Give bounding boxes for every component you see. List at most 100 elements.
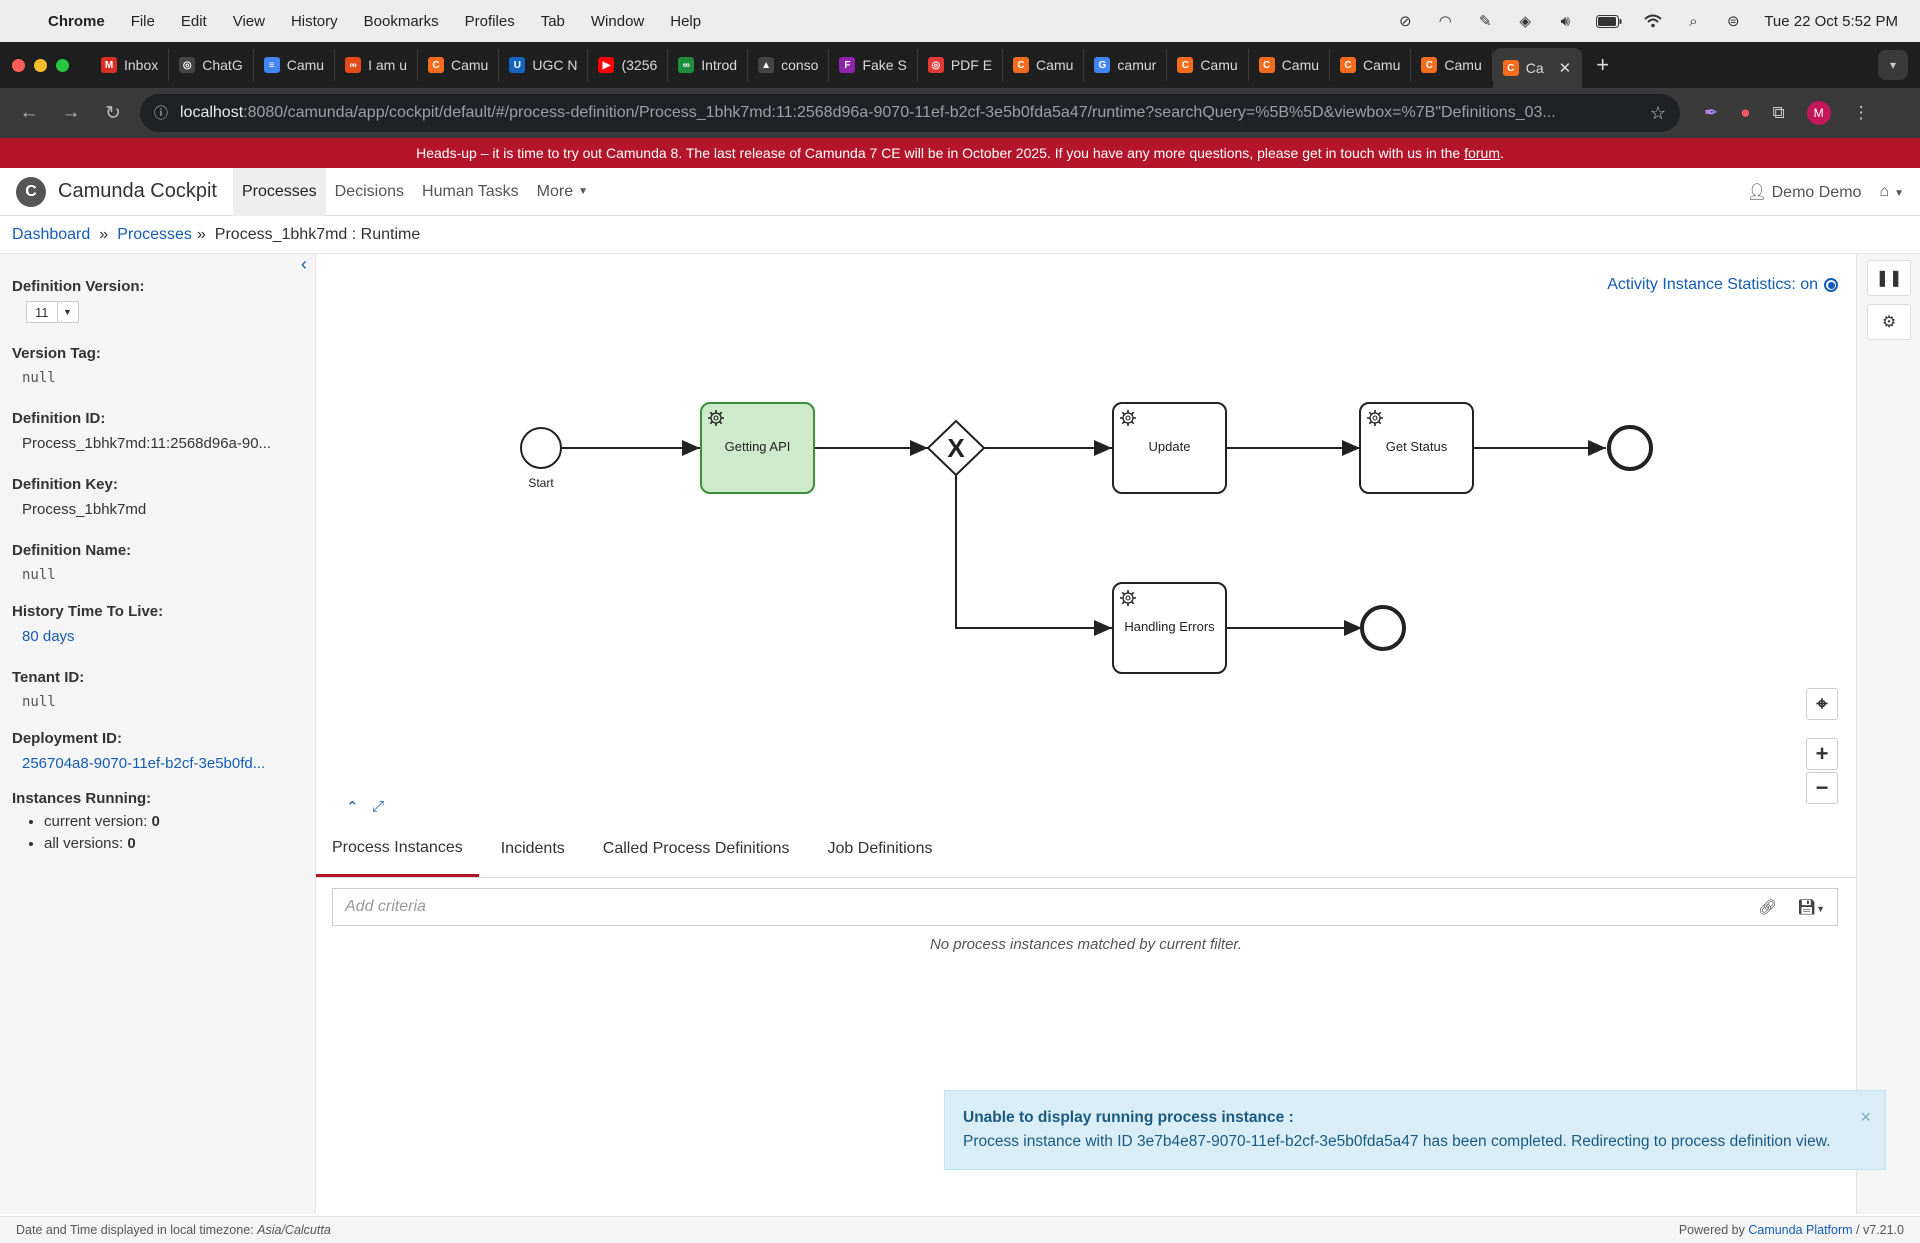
menu-tab[interactable]: Tab bbox=[540, 12, 565, 30]
activity-statistics-toggle[interactable]: Activity Instance Statistics: on bbox=[1607, 276, 1838, 294]
bookmark-star-icon[interactable]: ☆ bbox=[1649, 102, 1666, 123]
battery-icon[interactable] bbox=[1596, 12, 1622, 30]
menu-history[interactable]: History bbox=[290, 12, 338, 30]
tab-favicon-icon: ∞ bbox=[345, 57, 362, 73]
tab-incidents[interactable]: Incidents bbox=[500, 840, 565, 857]
minimize-window-button[interactable] bbox=[34, 58, 47, 72]
history-ttl-value[interactable]: 80 days bbox=[22, 628, 75, 645]
tab-favicon-icon: ∞ bbox=[678, 57, 695, 73]
forum-link[interactable]: forum bbox=[1464, 145, 1500, 161]
search-icon[interactable]: ⌕ bbox=[1689, 12, 1698, 30]
sequence-flow[interactable] bbox=[955, 474, 1112, 636]
menu-profiles[interactable]: Profiles bbox=[464, 12, 515, 30]
menu-app-name[interactable]: Chrome bbox=[48, 12, 105, 30]
close-window-button[interactable] bbox=[12, 58, 25, 72]
camunda-platform-link[interactable]: Camunda Platform bbox=[1748, 1223, 1853, 1237]
browser-tab[interactable]: ▲conso bbox=[748, 49, 830, 81]
tab-search-chevron-icon[interactable]: ▾ bbox=[1878, 50, 1908, 80]
link-icon[interactable]: ⊘ bbox=[1399, 13, 1412, 30]
site-info-icon[interactable]: ⓘ bbox=[154, 105, 168, 121]
menu-help[interactable]: Help bbox=[670, 12, 702, 30]
forward-arrow-icon[interactable]: → bbox=[61, 102, 81, 123]
menu-file[interactable]: File bbox=[130, 12, 155, 30]
browser-tab[interactable]: ◎ChatG bbox=[169, 49, 254, 81]
link-icon[interactable]: 🔗︎ bbox=[1757, 899, 1778, 916]
reload-icon[interactable]: ↻ bbox=[105, 102, 121, 124]
more-menu-icon[interactable]: ⋮ bbox=[1852, 103, 1870, 122]
back-arrow-icon[interactable]: ← bbox=[19, 102, 39, 123]
start-event[interactable] bbox=[520, 427, 562, 469]
exclusive-gateway[interactable] bbox=[926, 419, 986, 477]
close-alert-icon[interactable]: × bbox=[1860, 1107, 1871, 1127]
tab-job-definitions[interactable]: Job Definitions bbox=[827, 840, 933, 857]
menu-bookmarks[interactable]: Bookmarks bbox=[363, 12, 439, 30]
browser-tab[interactable]: ∞I am u bbox=[335, 49, 418, 81]
task-get-status[interactable] bbox=[1359, 402, 1474, 494]
search-criteria-input[interactable]: Add criteria 🔗︎ 💾︎▼ bbox=[332, 888, 1838, 926]
volume-icon[interactable]: 🔊︎ bbox=[1560, 12, 1571, 30]
menu-view[interactable]: View bbox=[232, 12, 265, 30]
zoom-window-button[interactable] bbox=[56, 58, 69, 72]
end-event[interactable] bbox=[1360, 605, 1406, 651]
home-menu[interactable]: ⌂▼ bbox=[1879, 183, 1904, 201]
nav-decisions[interactable]: Decisions bbox=[334, 182, 405, 200]
zoom-in-button[interactable]: + bbox=[1806, 738, 1838, 770]
zoom-out-button[interactable]: − bbox=[1806, 772, 1838, 804]
nav-human-tasks[interactable]: Human Tasks bbox=[422, 182, 519, 200]
save-search-icon[interactable]: 💾︎▼ bbox=[1797, 899, 1825, 916]
headphones-icon[interactable]: ◠ bbox=[1438, 13, 1452, 30]
task-getting-api[interactable] bbox=[700, 402, 815, 494]
layers-icon[interactable]: ◈ bbox=[1519, 13, 1532, 30]
feather-icon[interactable]: ✎ bbox=[1479, 13, 1492, 30]
settings-gear-button[interactable]: ⚙ bbox=[1867, 304, 1911, 340]
collapse-panel-chevron-icon[interactable]: ⌃ bbox=[346, 799, 359, 816]
breadcrumb-processes[interactable]: Processes bbox=[117, 225, 192, 243]
task-handling-errors[interactable] bbox=[1112, 582, 1227, 674]
url-bar[interactable]: ⓘ localhost :8080/camunda/app/cockpit/de… bbox=[140, 94, 1680, 132]
task-update[interactable] bbox=[1112, 402, 1227, 494]
browser-tab[interactable]: ▶(3256 bbox=[588, 49, 669, 81]
user-area: 👤︎ Demo Demo ⌂▼ bbox=[1747, 182, 1904, 202]
app-brand[interactable]: Camunda Cockpit bbox=[58, 180, 217, 202]
puzzle-extensions-icon[interactable]: ⧉ bbox=[1772, 103, 1785, 122]
breadcrumb-dashboard[interactable]: Dashboard bbox=[12, 225, 91, 243]
bpmn-canvas[interactable]: Activity Instance Statistics: on bbox=[316, 254, 1856, 822]
close-tab-icon[interactable]: ✕ bbox=[1558, 60, 1572, 77]
menu-edit[interactable]: Edit bbox=[180, 12, 207, 30]
wifi-icon[interactable] bbox=[1644, 12, 1662, 30]
user-menu[interactable]: 👤︎ Demo Demo bbox=[1747, 182, 1862, 202]
menu-window[interactable]: Window bbox=[590, 12, 645, 30]
browser-tab[interactable]: ∞Introd bbox=[668, 49, 749, 81]
end-event[interactable] bbox=[1607, 425, 1653, 471]
profile-avatar[interactable]: M bbox=[1806, 101, 1831, 125]
tab-process-instances[interactable]: Process Instances bbox=[316, 821, 479, 877]
tab-called-process-definitions[interactable]: Called Process Definitions bbox=[602, 840, 790, 857]
collapse-sidebar-icon[interactable]: ‹ bbox=[301, 254, 307, 274]
tab-active[interactable]: C Ca ✕ bbox=[1492, 48, 1583, 88]
suspend-pause-button[interactable]: ❚❚ bbox=[1867, 260, 1911, 296]
definition-version-select[interactable]: 11 ▼ bbox=[26, 301, 79, 323]
expand-fullscreen-icon[interactable]: ⤢ bbox=[372, 798, 385, 815]
browser-tab[interactable]: ≡Camu bbox=[254, 49, 336, 81]
flame-extension-icon[interactable]: ● bbox=[1740, 103, 1751, 122]
clock[interactable]: Tue 22 Oct 5:52 PM bbox=[1764, 12, 1898, 30]
deployment-id-link[interactable]: 256704a8-9070-11ef-b2cf-3e5b0fd... bbox=[22, 755, 266, 772]
browser-tab[interactable]: ◎PDF E bbox=[918, 49, 1004, 81]
new-tab-button[interactable]: + bbox=[1596, 52, 1610, 77]
reset-zoom-button[interactable]: ⌖ bbox=[1806, 688, 1838, 720]
camunda-logo-icon[interactable]: C bbox=[16, 176, 46, 207]
control-center-icon[interactable]: ⊜ bbox=[1727, 13, 1740, 30]
nav-processes[interactable]: Processes bbox=[232, 167, 326, 216]
nav-more[interactable]: More▼ bbox=[528, 168, 597, 216]
pen-extension-icon[interactable]: ✒ bbox=[1704, 103, 1719, 122]
